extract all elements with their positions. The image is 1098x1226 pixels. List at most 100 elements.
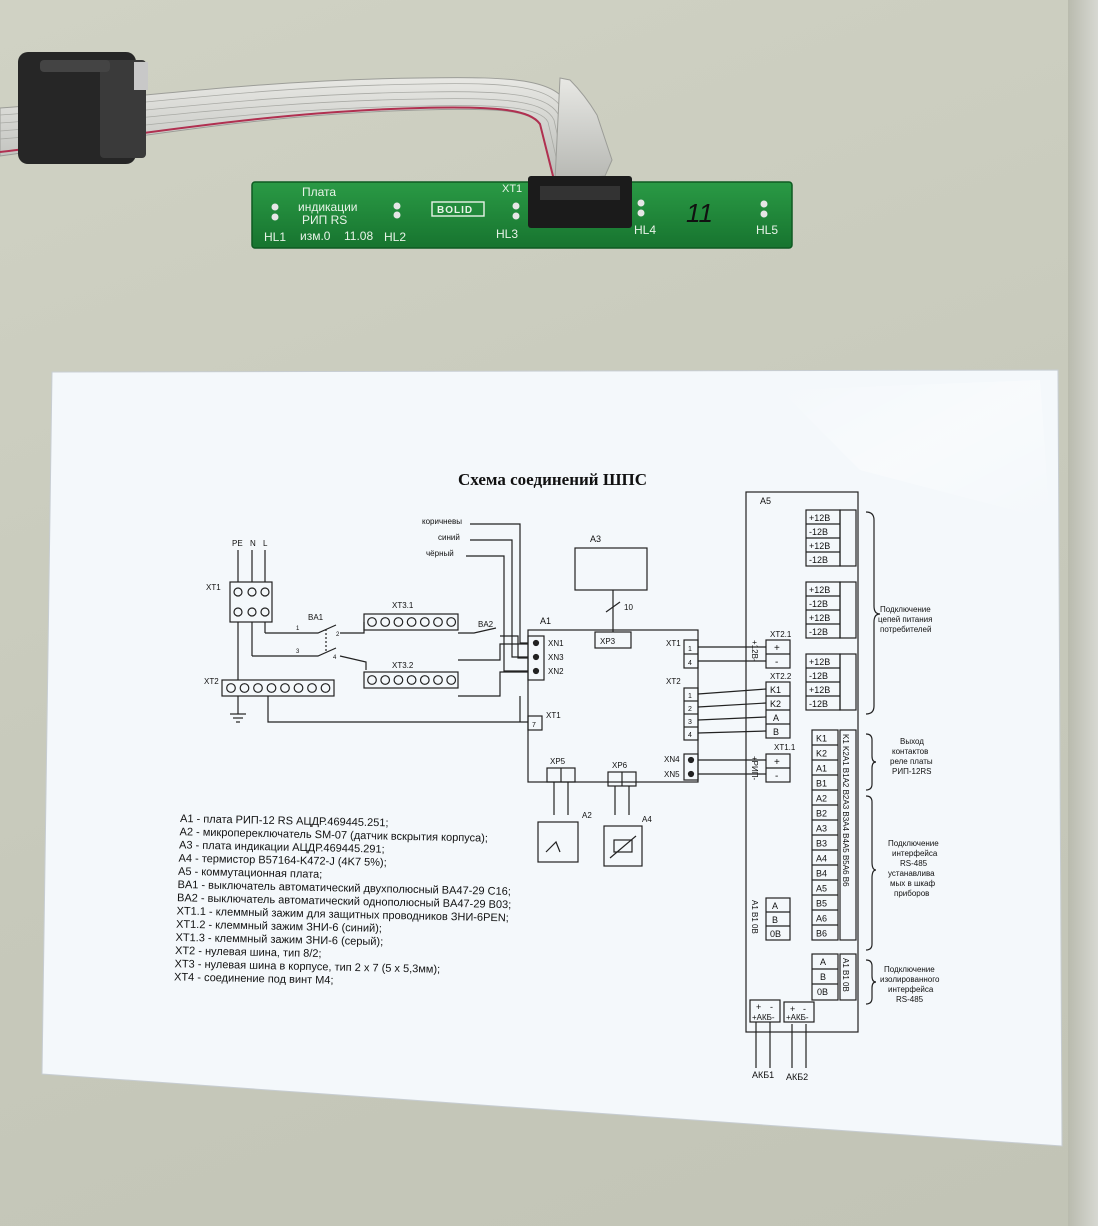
wire-black: чёрный xyxy=(426,549,454,558)
left-b: B xyxy=(772,915,778,925)
bus-hole xyxy=(419,617,430,627)
xt31-label: XT3.1 xyxy=(392,601,414,610)
v12-label: +12В- xyxy=(750,640,759,662)
bus-hole xyxy=(446,617,457,627)
svg-text:3: 3 xyxy=(296,649,300,655)
k1-top: K1 xyxy=(770,685,781,695)
pcb-date: 11.08 xyxy=(344,229,373,243)
wall-edge xyxy=(1068,0,1098,1226)
pcb-label-line1: Плата xyxy=(302,185,336,199)
handwritten-mark: 11 xyxy=(686,198,713,228)
akb2-label: АКБ2 xyxy=(786,1072,808,1082)
pcb-label-line3: РИП RS xyxy=(302,213,347,227)
rs-cell: B1 xyxy=(816,779,827,789)
bus-hole xyxy=(380,617,391,627)
term-k: +12В xyxy=(809,685,830,695)
iso-0b: 0B xyxy=(817,987,828,997)
term-e: +12В xyxy=(809,585,830,595)
xp6-label: XP6 xyxy=(612,761,628,770)
bus-hole xyxy=(367,675,377,685)
legend-line: A5 - коммутационная плата; xyxy=(178,866,322,881)
a1-xt1b-label: XT1 xyxy=(546,711,561,720)
note-rs-5: мых в шкаф xyxy=(890,879,935,888)
rs-cell: A1 xyxy=(816,764,827,774)
left-0b: 0B xyxy=(770,929,781,939)
pcb-hl5: HL5 xyxy=(756,223,778,237)
akb-term-2: +АКБ- xyxy=(786,1013,809,1022)
bus-hole xyxy=(393,675,404,685)
xn5-label: XN5 xyxy=(664,770,680,779)
svg-text:3: 3 xyxy=(688,719,692,726)
iso-side: A1 B1 0B xyxy=(841,958,850,992)
term-h: -12В xyxy=(809,627,828,637)
bus-hole xyxy=(307,683,317,693)
bus-hole xyxy=(393,617,404,627)
rs-cell: B4 xyxy=(816,869,827,879)
legend-line: A3 - плата индикации АЦДР.469445.291; xyxy=(179,839,385,855)
note-power-2: цепей питания xyxy=(878,615,932,624)
legend: A1 - плата РИП-12 RS АЦДР.469445.251;A2 … xyxy=(174,813,511,987)
svg-text:4: 4 xyxy=(333,655,337,661)
bus-hole xyxy=(226,683,236,693)
note-relay-4: РИП-12RS xyxy=(892,767,932,776)
a1-label: A1 xyxy=(540,616,551,626)
rip-label: +РИП- xyxy=(750,756,759,781)
a3-block xyxy=(574,547,648,591)
note-relay-1: Выход xyxy=(900,737,924,746)
bus-hole xyxy=(320,683,331,693)
legend-line: A1 - плата РИП-12 RS АЦДР.469445.251; xyxy=(180,813,389,829)
side-notes: Подключение цепей питания потребителей В… xyxy=(878,605,940,1004)
akb-term-1: +АКБ- xyxy=(752,1013,775,1022)
rs-cell: A5 xyxy=(816,884,827,894)
xp3-label: XP3 xyxy=(600,637,616,646)
bolid-logo-text: BOLID xyxy=(437,205,473,216)
ba2-label: BA2 xyxy=(478,620,494,629)
xt11-label: XT1.1 xyxy=(774,743,796,752)
term-g: +12В xyxy=(809,613,830,623)
bus-count: 10 xyxy=(624,603,633,612)
term-b: -12В xyxy=(809,527,828,537)
term-i: +12В xyxy=(809,657,830,667)
svg-text:+: + xyxy=(790,1004,795,1014)
bus-hole xyxy=(253,683,263,693)
pcb-hl2: HL2 xyxy=(384,230,406,244)
note-rs-1: Подключение xyxy=(888,839,939,848)
akb1-label: АКБ1 xyxy=(752,1070,774,1080)
note-rs-6: приборов xyxy=(894,889,929,898)
pcb-hl4: HL4 xyxy=(634,223,656,237)
svg-text:B: B xyxy=(773,727,779,737)
l-label: L xyxy=(263,539,268,548)
pcb-hl1: HL1 xyxy=(264,230,286,244)
rs-cell: A4 xyxy=(816,854,827,864)
bus-hole xyxy=(446,675,457,685)
svg-text:-: - xyxy=(770,1002,773,1012)
note-iso-1: Подключение xyxy=(884,965,935,974)
legend-line: XT3 - нулевая шина в корпусе, тип 2 x 7 … xyxy=(174,958,440,976)
note-power-3: потребителей xyxy=(880,625,931,634)
xt21-label: XT2.1 xyxy=(770,630,792,639)
rs-cell: K1 xyxy=(816,734,827,744)
left-iso-side: A1 B1 0B xyxy=(750,900,759,934)
ba1-label: BA1 xyxy=(308,613,324,622)
svg-text:4: 4 xyxy=(688,660,692,667)
legend-line: XT2 - нулевая шина, тип 8/2; xyxy=(175,945,322,960)
note-relay-2: контактов xyxy=(892,747,928,756)
schematic: Схема соединений ШПС A5 +12В -12В +12В -… xyxy=(174,470,940,1082)
rs-cell: A6 xyxy=(816,914,827,924)
svg-text:+: + xyxy=(756,1002,761,1012)
svg-text:+: + xyxy=(774,757,780,768)
svg-text:1: 1 xyxy=(688,693,692,700)
bus-hole xyxy=(293,683,304,693)
schematic-sheet xyxy=(41,369,1063,1147)
board-connector xyxy=(528,176,632,228)
legend-line: XT1.2 - клеммный зажим ЗНИ-6 (синий); xyxy=(176,919,382,935)
svg-text:A: A xyxy=(773,713,779,723)
xn2-label: XN2 xyxy=(548,667,564,676)
note-relay-3: реле платы xyxy=(890,757,933,766)
bus-hole xyxy=(406,617,417,627)
pcb-label-line2: индикации xyxy=(298,200,358,214)
bus-hole xyxy=(419,675,430,685)
term-j: -12В xyxy=(809,671,828,681)
note-rs-4: устанавлива xyxy=(888,869,935,878)
ribbon-cable xyxy=(0,77,613,186)
